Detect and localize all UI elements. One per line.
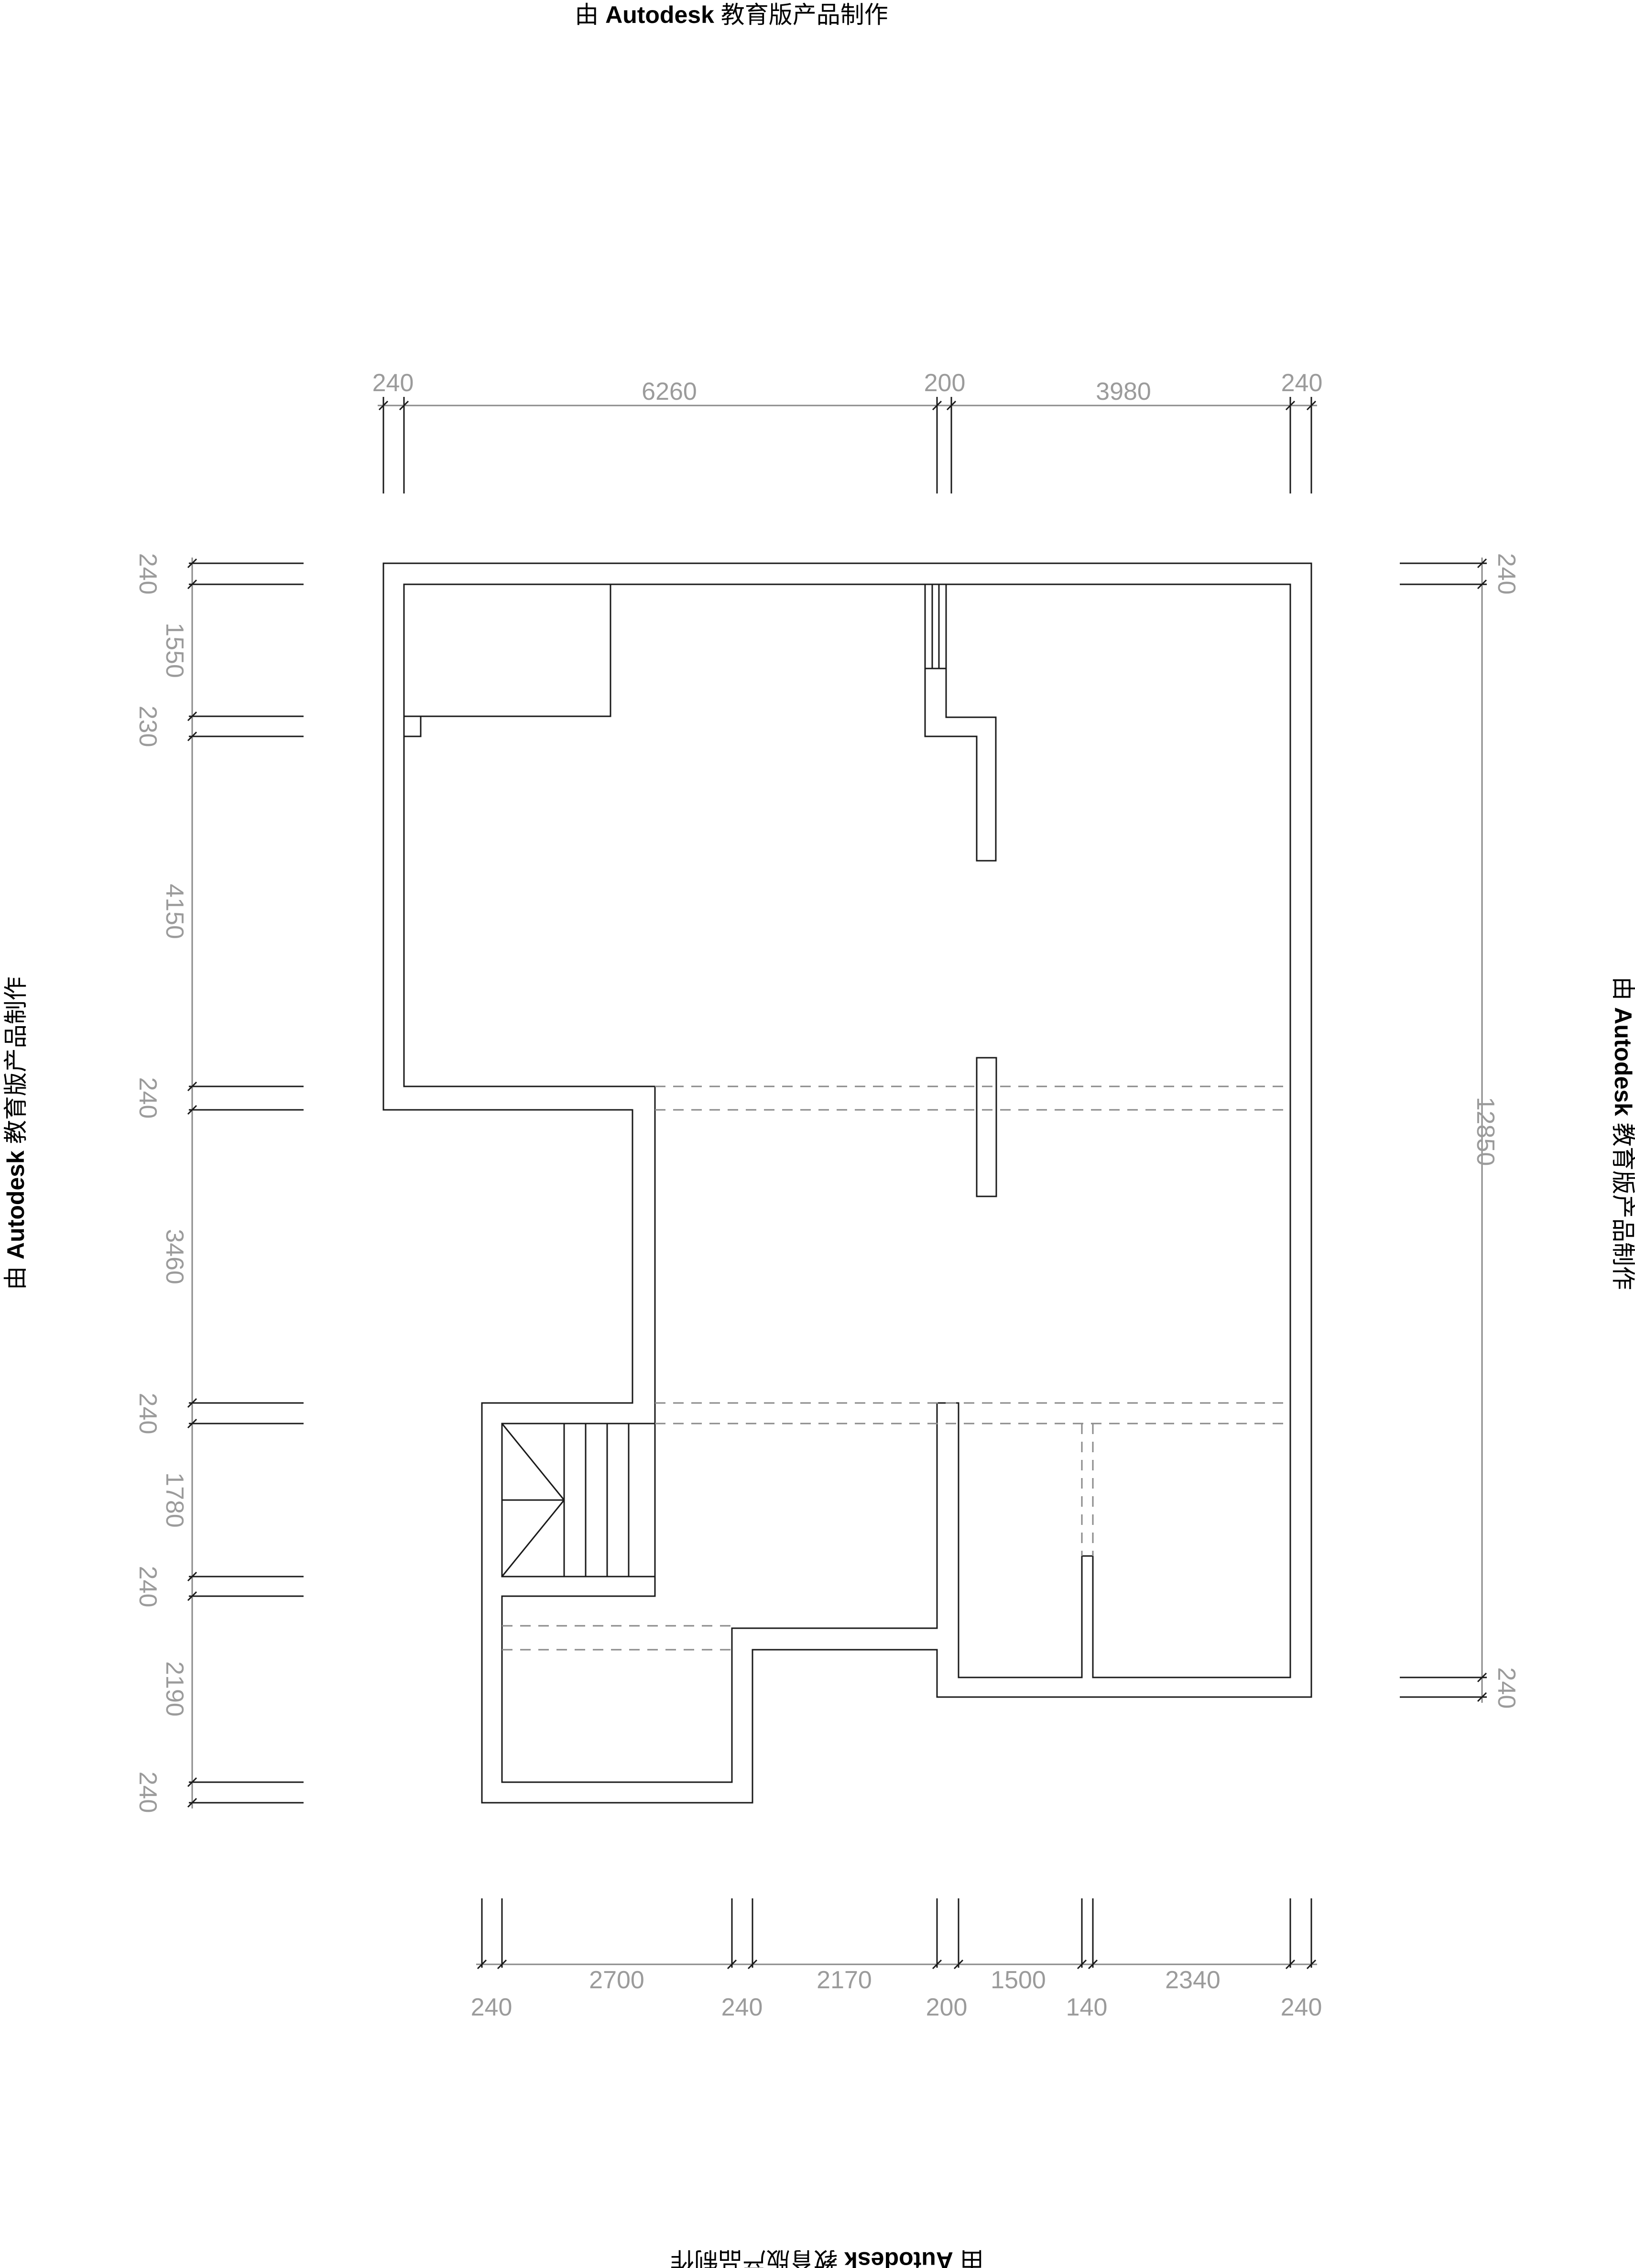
dimension-tick xyxy=(187,731,197,742)
watermark-top: 由 Autodesk 教育版产品制作 xyxy=(575,1,888,28)
dimension-label: 2170 xyxy=(817,1966,872,1994)
dimension-tick xyxy=(187,1081,197,1092)
dimension-tick xyxy=(932,400,942,411)
dimension-label: 240 xyxy=(1281,1994,1322,2021)
dimension-tick xyxy=(1477,558,1487,569)
dimension-chain-right: 240 12850 240 xyxy=(1400,553,1520,1709)
watermark-prefix: 由 xyxy=(2,1260,29,1290)
dimension-label: 230 xyxy=(134,706,162,747)
dimension-tick xyxy=(747,1959,758,1970)
dimension-label: 240 xyxy=(721,1994,763,2021)
hidden-beam-lines xyxy=(502,1085,1290,1651)
watermark-prefix: 由 xyxy=(1610,976,1635,1007)
watermark-left: 由 Autodesk 教育版产品制作 xyxy=(2,976,29,1290)
dimension-label: 240 xyxy=(1493,1667,1520,1709)
dimension-label: 200 xyxy=(926,1994,968,2021)
top-left-room-wall xyxy=(404,583,611,717)
stair-winder xyxy=(501,1500,565,1577)
dimension-tick xyxy=(932,1959,942,1970)
watermark-suffix: 教育版产品制作 xyxy=(2,976,29,1150)
dimension-tick xyxy=(187,711,197,722)
dimension-tick xyxy=(477,1959,487,1970)
dimension-label: 240 xyxy=(134,553,162,595)
dimension-tick xyxy=(1306,400,1317,411)
watermark-suffix: 教育版产品制作 xyxy=(714,1,888,28)
svg-text:由 Autodesk 教育版产品制作: 由 Autodesk 教育版产品制作 xyxy=(2,976,29,1290)
dimension-label: 6260 xyxy=(642,378,697,405)
stair-well-wall xyxy=(502,1423,656,1596)
dimension-tick xyxy=(1077,1959,1087,1970)
outer-wall xyxy=(382,562,1312,1804)
dimension-tick xyxy=(187,1797,197,1808)
dimension-tick xyxy=(187,579,197,590)
watermark-brand: Autodesk xyxy=(1610,1007,1635,1116)
svg-text:由 Autodesk 教育版产品制作: 由 Autodesk 教育版产品制作 xyxy=(1610,976,1635,1290)
dimension-label: 2340 xyxy=(1165,1966,1221,1994)
dimension-label: 200 xyxy=(924,369,966,397)
dimension-tick xyxy=(1477,579,1487,590)
watermark-suffix: 教育版产品制作 xyxy=(1610,1116,1635,1290)
watermark-brand: Autodesk xyxy=(605,1,714,28)
dimension-chain-top: 240 6260 200 3980 240 xyxy=(372,369,1323,493)
dimension-tick xyxy=(946,400,957,411)
dimension-label: 3980 xyxy=(1096,378,1151,405)
dimension-label: 2190 xyxy=(161,1661,188,1717)
dimension-label: 2700 xyxy=(589,1966,644,1994)
dimension-label: 240 xyxy=(134,1566,162,1608)
dimension-tick xyxy=(187,1571,197,1582)
dimension-label: 240 xyxy=(372,369,414,397)
dimension-tick xyxy=(187,1105,197,1115)
dimension-label: 240 xyxy=(1493,553,1520,595)
dimension-tick xyxy=(1285,1959,1296,1970)
dimension-tick xyxy=(187,1777,197,1787)
dimension-tick xyxy=(1285,400,1296,411)
dimension-ticks xyxy=(187,400,1487,1970)
watermark-brand: Autodesk xyxy=(844,2247,953,2268)
dimension-tick xyxy=(727,1959,737,1970)
dimension-tick xyxy=(399,400,409,411)
dimension-tick xyxy=(187,1591,197,1601)
dimension-tick xyxy=(1306,1959,1317,1970)
dimension-tick xyxy=(187,1398,197,1408)
dimension-label: 240 xyxy=(471,1994,512,2021)
dimension-label: 1780 xyxy=(161,1472,188,1528)
svg-text:由 Autodesk 教育版产品制作: 由 Autodesk 教育版产品制作 xyxy=(670,2247,984,2268)
central-partition-wall xyxy=(924,584,997,862)
dimension-label: 3460 xyxy=(161,1229,188,1284)
dimension-tick xyxy=(1088,1959,1098,1970)
dimension-label: 4150 xyxy=(161,884,188,939)
dimension-chain-left: 240 1550 230 4150 240 3460 240 1780 240 … xyxy=(134,553,304,1813)
dimension-tick xyxy=(497,1959,507,1970)
dimension-label: 240 xyxy=(134,1772,162,1813)
svg-text:由 Autodesk 教育版产品制作: 由 Autodesk 教育版产品制作 xyxy=(575,1,888,28)
dimension-tick xyxy=(1477,1672,1487,1683)
staircase xyxy=(501,1423,656,1597)
dimension-tick xyxy=(1477,1692,1487,1702)
dimension-tick xyxy=(378,400,389,411)
dimension-label: 240 xyxy=(134,1393,162,1435)
dimension-chain-bottom: 240 2700 240 2170 200 1500 140 2340 240 xyxy=(471,1898,1322,2021)
watermark-prefix: 由 xyxy=(953,2247,984,2268)
notch-wall xyxy=(404,715,422,737)
dimension-label: 1500 xyxy=(991,1966,1046,1994)
watermark-suffix: 教育版产品制作 xyxy=(670,2247,844,2268)
watermark-right: 由 Autodesk 教育版产品制作 xyxy=(1610,976,1635,1290)
inner-wall xyxy=(403,583,1291,1783)
dimension-label: 140 xyxy=(1066,1994,1108,2021)
dimension-tick xyxy=(187,558,197,569)
dimension-label: 12850 xyxy=(1472,1097,1499,1166)
watermark-prefix: 由 xyxy=(575,1,605,28)
watermark-bottom: 由 Autodesk 教育版产品制作 xyxy=(670,2247,984,2268)
dimension-label: 240 xyxy=(134,1077,162,1119)
dimension-tick xyxy=(953,1959,964,1970)
dimension-label: 1550 xyxy=(161,623,188,678)
building-walls xyxy=(382,562,1312,1804)
stair-winder xyxy=(501,1423,565,1501)
watermark-brand: Autodesk xyxy=(2,1150,29,1260)
dimension-tick xyxy=(187,1418,197,1429)
freestanding-column xyxy=(976,1057,997,1197)
dimension-label: 240 xyxy=(1281,369,1323,397)
